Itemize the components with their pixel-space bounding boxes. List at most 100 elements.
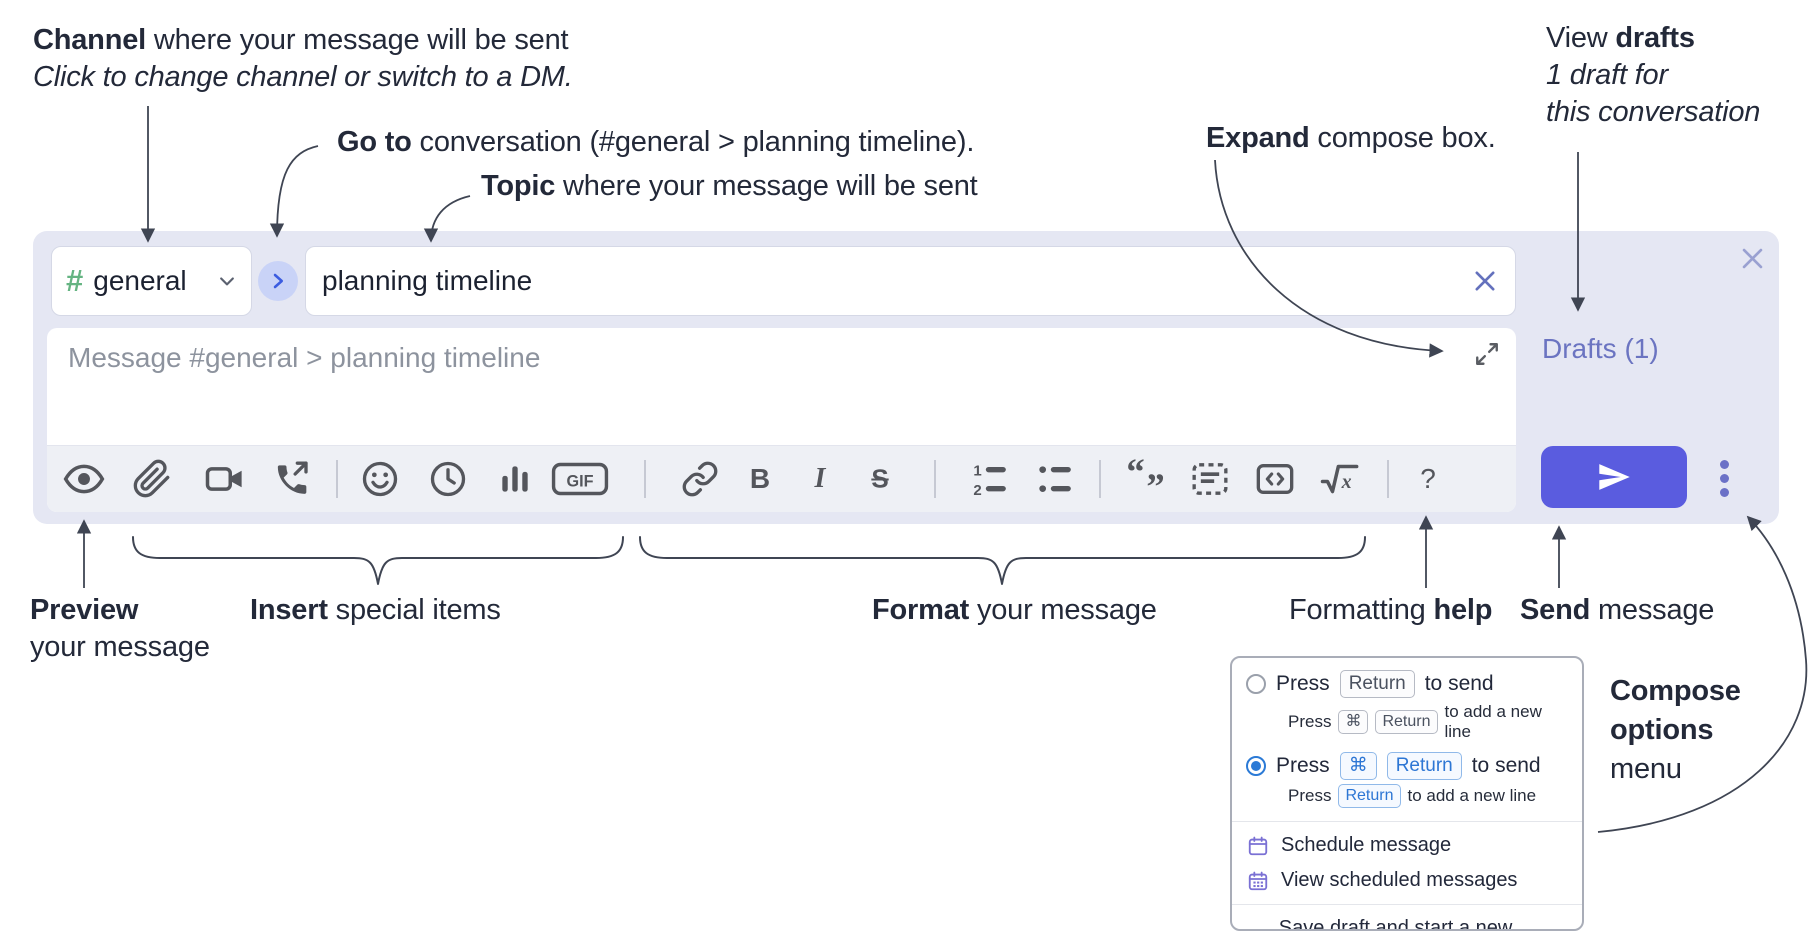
drafts-annotation-line2: 1 draft for bbox=[1546, 59, 1668, 91]
format-annotation-rest: your message bbox=[969, 594, 1157, 626]
bar-chart-icon[interactable] bbox=[496, 460, 534, 498]
formatting-help-annotation: Formatting help bbox=[1289, 592, 1492, 629]
channel-name: general bbox=[93, 265, 187, 296]
code-block-icon[interactable] bbox=[1190, 459, 1230, 499]
toolbar-divider bbox=[934, 460, 936, 498]
compose-options-button[interactable] bbox=[1720, 460, 1729, 497]
message-input[interactable]: Message #general > planning timeline bbox=[68, 342, 541, 373]
svg-text:1: 1 bbox=[973, 463, 981, 480]
send-annotation-bold: Send bbox=[1520, 594, 1591, 626]
popup-divider bbox=[1232, 904, 1582, 905]
toolbar-divider bbox=[1387, 460, 1389, 498]
channel-selector[interactable]: # general bbox=[51, 246, 252, 316]
insert-annotation-rest: special items bbox=[327, 594, 501, 626]
drafts-annotation-bold: drafts bbox=[1615, 22, 1695, 54]
expand-compose-icon[interactable] bbox=[1474, 341, 1500, 372]
paperclip-icon[interactable] bbox=[132, 459, 172, 499]
close-icon[interactable] bbox=[1739, 245, 1766, 277]
bold-icon[interactable]: B bbox=[749, 463, 771, 494]
drafts-link[interactable]: Drafts (1) bbox=[1542, 333, 1659, 364]
preview-annotation-bold: Preview bbox=[30, 594, 139, 626]
toolbar-divider bbox=[336, 460, 338, 498]
compose-options-line3: menu bbox=[1610, 753, 1682, 785]
draft-check-icon bbox=[1247, 929, 1267, 931]
gif-icon[interactable]: GIF bbox=[551, 458, 609, 500]
phone-call-icon[interactable] bbox=[271, 459, 311, 499]
insert-annotation: Insert special items bbox=[250, 592, 501, 629]
send-annotation: Send message bbox=[1520, 592, 1714, 629]
option2-press: Press bbox=[1276, 754, 1330, 777]
calendar-icon bbox=[1248, 836, 1268, 855]
send-option-cmd-return[interactable]: Press ⌘ Return to send bbox=[1232, 749, 1582, 783]
schedule-message-item[interactable]: Schedule message bbox=[1232, 828, 1582, 863]
kbd-cmd-small: ⌘ bbox=[1338, 710, 1369, 734]
clear-topic-icon[interactable] bbox=[1471, 267, 1499, 295]
popup-divider bbox=[1232, 821, 1582, 822]
code-icon[interactable] bbox=[1255, 459, 1295, 499]
chevron-right-icon bbox=[273, 273, 284, 289]
go-to-conversation-button[interactable] bbox=[258, 261, 298, 301]
topic-input[interactable]: planning timeline bbox=[305, 246, 1516, 316]
topic-annotation-rest: where your message will be sent bbox=[555, 170, 978, 202]
svg-text:2: 2 bbox=[973, 482, 981, 499]
italic-icon[interactable]: I bbox=[814, 463, 826, 494]
goto-annotation-rest: conversation (#general > planning timeli… bbox=[411, 126, 975, 158]
link-icon[interactable] bbox=[681, 460, 719, 498]
channel-annotation-rest: where your message will be sent bbox=[146, 24, 569, 56]
goto-annotation-bold: Go to bbox=[337, 126, 412, 158]
goto-annotation: Go to conversation (#general > planning … bbox=[337, 124, 974, 161]
option1-sub-press: Press bbox=[1288, 712, 1332, 731]
clock-icon[interactable] bbox=[428, 459, 468, 499]
option1-subtext: Press ⌘ Return to add a new line bbox=[1232, 701, 1582, 749]
send-annotation-rest: message bbox=[1590, 594, 1715, 626]
insert-annotation-bold: Insert bbox=[250, 594, 328, 626]
eye-icon[interactable] bbox=[63, 458, 105, 500]
message-panel: Message #general > planning timeline bbox=[47, 328, 1516, 512]
smiley-icon[interactable] bbox=[360, 459, 400, 499]
strikethrough-icon[interactable]: S bbox=[871, 463, 889, 494]
view-scheduled-label: View scheduled messages bbox=[1281, 869, 1518, 891]
view-scheduled-item[interactable]: View scheduled messages bbox=[1232, 863, 1582, 898]
send-option-return[interactable]: Press Return to send bbox=[1232, 667, 1582, 701]
video-camera-icon[interactable] bbox=[204, 458, 246, 500]
send-plane-icon bbox=[1599, 464, 1630, 490]
insert-brace bbox=[132, 536, 624, 585]
bulleted-list-icon[interactable] bbox=[1035, 459, 1075, 499]
toolbar-divider bbox=[644, 460, 646, 498]
topic-annotation-bold: Topic bbox=[481, 170, 556, 202]
channel-annotation: Channel where your message will be sent … bbox=[33, 22, 573, 96]
channel-hash-icon: # bbox=[66, 263, 84, 298]
format-annotation-bold: Format bbox=[872, 594, 970, 626]
sqrt-icon[interactable]: x bbox=[1318, 459, 1362, 499]
calendar-grid-icon bbox=[1248, 871, 1268, 890]
chevron-down-icon bbox=[220, 277, 234, 286]
format-brace bbox=[639, 536, 1366, 585]
option2-subtext: Press Return to add a new line bbox=[1232, 783, 1582, 815]
save-draft-item[interactable]: Save draft and start a new message bbox=[1232, 911, 1582, 931]
send-button[interactable] bbox=[1541, 446, 1687, 508]
radio-unselected[interactable] bbox=[1246, 674, 1266, 694]
compose-options-line2: options bbox=[1610, 714, 1714, 746]
topic-value: planning timeline bbox=[322, 265, 533, 296]
radio-selected[interactable] bbox=[1246, 756, 1266, 776]
channel-annotation-bold: Channel bbox=[33, 24, 146, 56]
svg-text:”: ” bbox=[1146, 466, 1164, 499]
preview-annotation: Preview your message bbox=[30, 592, 210, 666]
blockquote-icon[interactable]: “” bbox=[1126, 459, 1170, 499]
option1-press: Press bbox=[1276, 672, 1330, 695]
option2-sub-press: Press bbox=[1288, 786, 1332, 805]
format-annotation: Format your message bbox=[872, 592, 1157, 629]
drafts-annotation-regular: View bbox=[1546, 22, 1616, 54]
compose-options-annotation: Compose options menu bbox=[1610, 672, 1741, 789]
expand-annotation-rest: compose box. bbox=[1309, 122, 1496, 154]
drafts-annotation-line3: this conversation bbox=[1546, 96, 1761, 128]
formatting-help-bold: help bbox=[1433, 594, 1493, 626]
kbd-return-blue: Return bbox=[1386, 752, 1462, 780]
help-icon[interactable]: ? bbox=[1420, 463, 1436, 494]
preview-annotation-line2: your message bbox=[30, 631, 210, 663]
topic-annotation: Topic where your message will be sent bbox=[481, 168, 978, 205]
svg-text:x: x bbox=[1341, 471, 1352, 493]
